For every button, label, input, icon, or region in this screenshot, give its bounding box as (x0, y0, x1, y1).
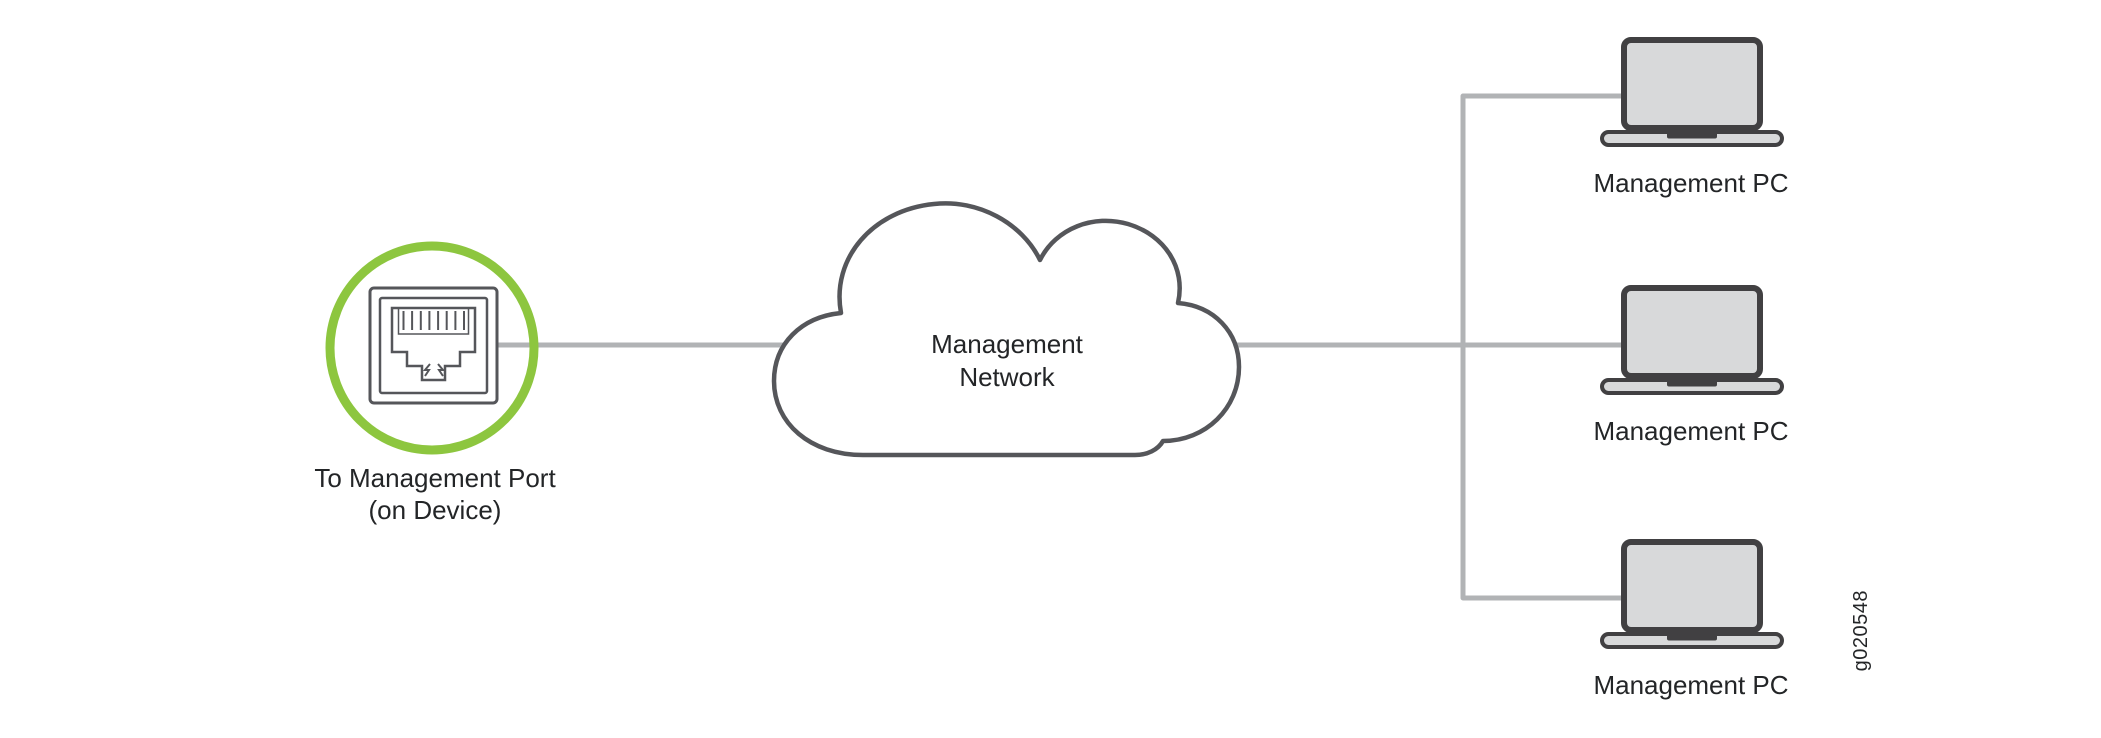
cloud-label: Management Network (931, 328, 1083, 394)
rj45-pins-icon (402, 311, 465, 330)
cloud-shape (771, 201, 1242, 458)
connector-lines (496, 93, 1635, 601)
port-inner-frame (378, 296, 489, 395)
laptop-icon-top (1602, 40, 1782, 145)
port-label-line2: (on Device) (368, 495, 502, 525)
laptop-icon-bottom (1602, 542, 1782, 647)
laptop-icon-middle (1602, 288, 1782, 393)
pc-label-middle: Management PC (1593, 416, 1789, 446)
cloud-label-line1: Management (931, 329, 1083, 359)
pc-label-top: Management PC (1593, 168, 1789, 198)
network-cloud (771, 201, 1242, 458)
port-label: To Management Port (on Device) (314, 462, 555, 526)
connector-bus-to-top-bottom-pc (1460, 93, 1635, 601)
port-label-line1: To Management Port (314, 463, 556, 493)
rj45-jack-outline-icon (390, 306, 477, 382)
rj45-pin-housing (397, 307, 470, 335)
pc-label-bottom: Management PC (1593, 670, 1789, 700)
rj45-latch-marks-icon (422, 363, 446, 377)
cloud-label-line2: Network (959, 362, 1055, 392)
management-port (325, 241, 539, 455)
figure-id: g020548 (1850, 590, 1872, 672)
port-highlight-circle-icon (325, 241, 539, 455)
